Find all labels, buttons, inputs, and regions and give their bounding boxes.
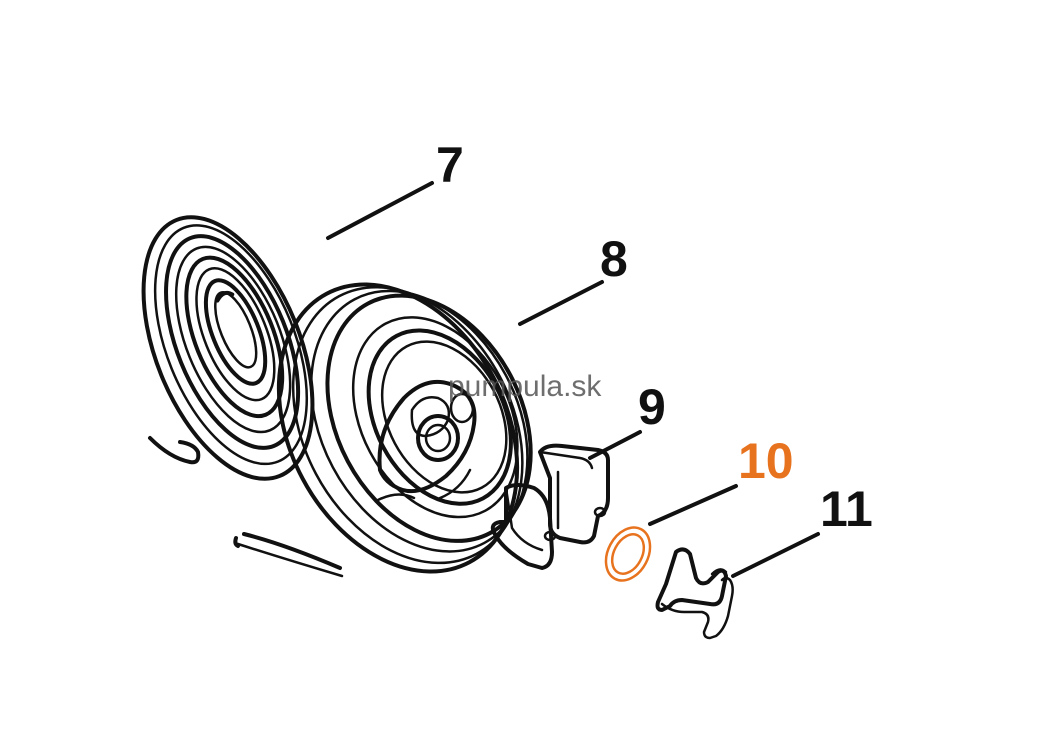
part-7-spiral-spring[interactable] (110, 193, 347, 503)
part-label-10: 10 (738, 433, 794, 489)
leader-line-10 (648, 484, 738, 526)
leader-line-9 (588, 430, 642, 460)
watermark-text: pumpula.sk (448, 370, 602, 403)
part-8-rope-pulley[interactable] (231, 236, 579, 613)
part-10-ring[interactable] (597, 520, 659, 588)
leader-line-8 (518, 280, 604, 326)
part-label-8: 8 (600, 231, 628, 287)
part-label-9: 9 (638, 379, 666, 435)
part-label-11: 11 (820, 481, 873, 537)
part-11-spring-clip[interactable] (655, 547, 734, 640)
part-label-7: 7 (436, 137, 464, 193)
leader-line-7 (326, 181, 434, 240)
leader-line-11 (731, 532, 820, 578)
part-9-pawls[interactable] (490, 443, 610, 570)
